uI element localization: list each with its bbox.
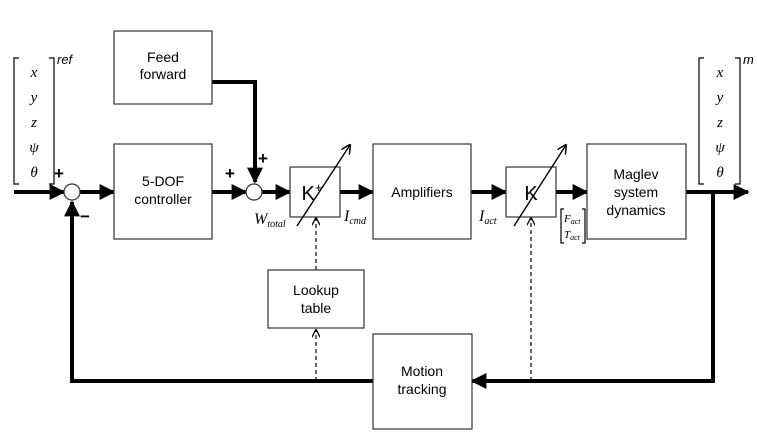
controller-block: 5-DOF controller <box>113 143 213 240</box>
output-vector: x y z ψ θ m <box>698 52 754 185</box>
amplifiers-block: Amplifiers <box>372 143 472 240</box>
dashed-signal-path <box>316 218 531 381</box>
motion-label-line2: tracking <box>397 381 446 397</box>
input-superscript: ref <box>57 52 74 67</box>
kplus-label: K+ <box>302 180 323 205</box>
sum2-plus-left-sign: + <box>225 164 235 183</box>
motion-label-line1: Motion <box>401 363 443 379</box>
input-entry-psi: ψ <box>29 140 39 156</box>
amplifiers-label: Amplifiers <box>391 184 452 200</box>
feedforward-arrow <box>212 80 263 184</box>
t-act-label: Tact <box>564 229 581 242</box>
input-vector: x y z ψ θ ref <box>13 52 74 185</box>
input-entry-theta: θ <box>30 165 38 181</box>
k-label: K <box>524 183 538 205</box>
lookup-table-block: Lookup table <box>267 269 365 329</box>
output-bracket-left <box>698 57 704 185</box>
ft-bracket-right <box>582 208 586 244</box>
maglev-label-line2: system <box>614 184 658 200</box>
input-entry-y: y <box>29 90 38 106</box>
sum1-minus-sign: − <box>80 207 90 226</box>
output-bracket-right <box>735 57 741 185</box>
i-cmd-label: Icmd <box>343 208 367 227</box>
force-torque-vector: Fact Tact <box>560 208 586 244</box>
kplus-block: K+ <box>289 145 350 227</box>
output-superscript: m <box>743 52 754 67</box>
ft-bracket-left <box>560 208 564 244</box>
output-entry-y: y <box>715 90 724 106</box>
output-entry-theta: θ <box>716 165 724 181</box>
k-block: K <box>505 145 566 227</box>
feed-forward-label-line2: forward <box>140 66 187 82</box>
input-bracket-left <box>13 57 19 185</box>
summing-junction-1 <box>63 183 81 201</box>
maglev-label-line1: Maglev <box>613 166 658 182</box>
w-total-label: Wtotal <box>254 211 286 230</box>
input-entry-z: z <box>30 115 37 131</box>
maglev-label-line3: dynamics <box>606 202 665 218</box>
output-entry-psi: ψ <box>715 140 725 156</box>
output-entry-x: x <box>716 65 724 81</box>
kplus-variable-arrow <box>296 145 350 227</box>
summing-junction-2 <box>245 183 263 201</box>
i-act-label: Iact <box>478 208 497 227</box>
sum2-plus-top-sign: + <box>258 149 268 168</box>
lookup-label-line2: table <box>301 300 332 316</box>
feed-forward-label-line1: Feed <box>147 49 179 65</box>
feedback-to-tracking <box>470 192 715 389</box>
main-signal-path <box>14 80 750 389</box>
input-entry-x: x <box>30 65 38 81</box>
feedback-to-sum <box>64 200 373 383</box>
lookup-label-line1: Lookup <box>293 282 339 298</box>
f-act-label: Fact <box>563 213 581 226</box>
output-entry-z: z <box>716 115 723 131</box>
feed-forward-block: Feed forward <box>113 30 213 105</box>
motion-tracking-block: Motion tracking <box>372 333 473 430</box>
k-variable-arrow <box>513 145 566 227</box>
controller-label-line1: 5-DOF <box>142 173 184 189</box>
maglev-block: Maglev system dynamics <box>586 143 687 240</box>
controller-label-line2: controller <box>134 191 192 207</box>
sum1-plus-sign: + <box>54 164 64 183</box>
